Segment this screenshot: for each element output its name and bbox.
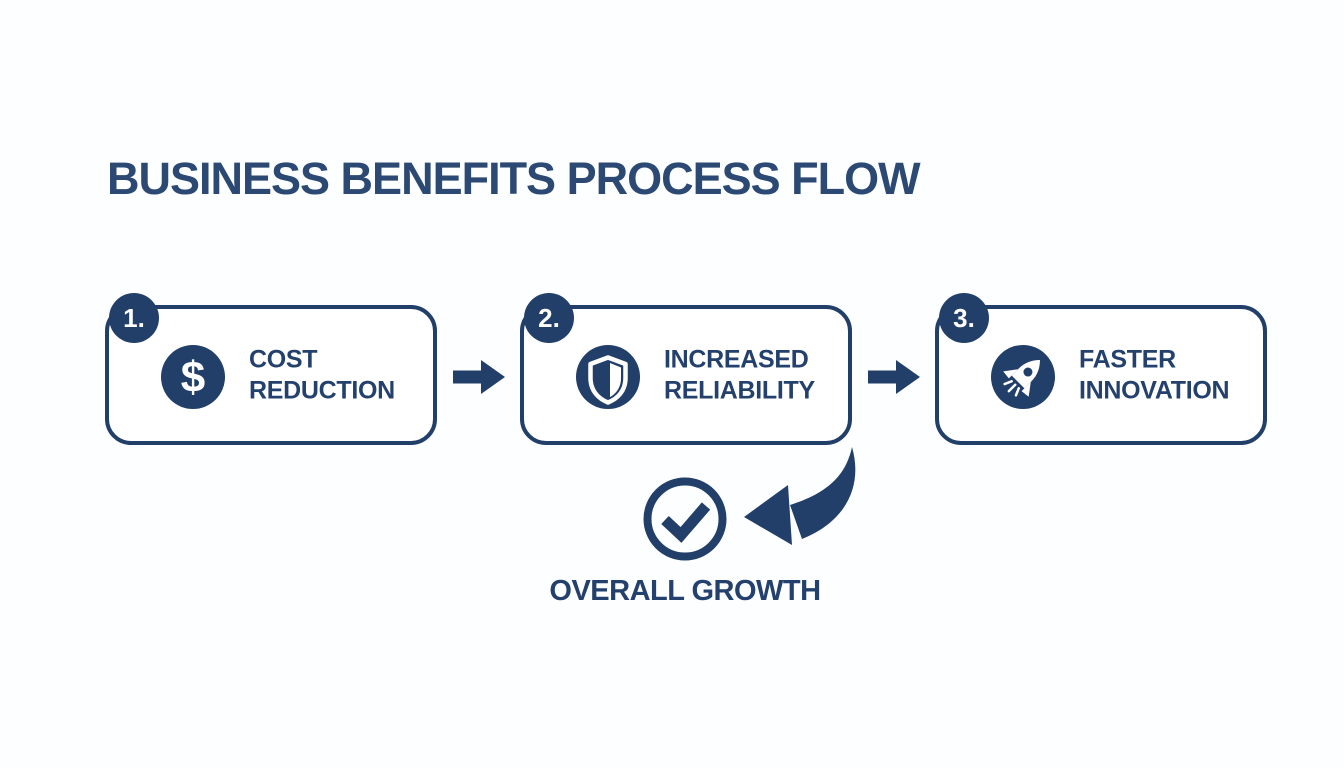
- dollar-glyph: $: [181, 353, 205, 402]
- right-arrow-icon: [868, 360, 920, 394]
- curved-arrow-icon: [744, 447, 856, 545]
- step-number-badge: 2.: [524, 293, 574, 343]
- rocket-icon: [991, 345, 1055, 409]
- step-box-increased-reliability: 2. INCREASED RELIABILITY: [520, 293, 852, 445]
- step-label: INCREASED RELIABILITY: [664, 345, 815, 405]
- result-label: OVERALL GROWTH: [549, 575, 821, 607]
- step-number-badge: 1.: [109, 293, 159, 343]
- check-circle-icon: [643, 477, 727, 561]
- right-arrow-icon: [453, 360, 505, 394]
- dollar-icon: $: [161, 345, 225, 409]
- step-label: COST REDUCTION: [249, 345, 395, 405]
- page-title: BUSINESS BENEFITS PROCESS FLOW: [107, 153, 921, 204]
- shield-icon: [576, 345, 640, 409]
- step-label: FASTER INNOVATION: [1079, 345, 1230, 405]
- step-box-cost-reduction: 1. $ COST REDUCTION: [105, 293, 437, 445]
- step-box-faster-innovation: 3. FASTER INNOVATION: [935, 293, 1267, 445]
- step-number-badge: 3.: [939, 293, 989, 343]
